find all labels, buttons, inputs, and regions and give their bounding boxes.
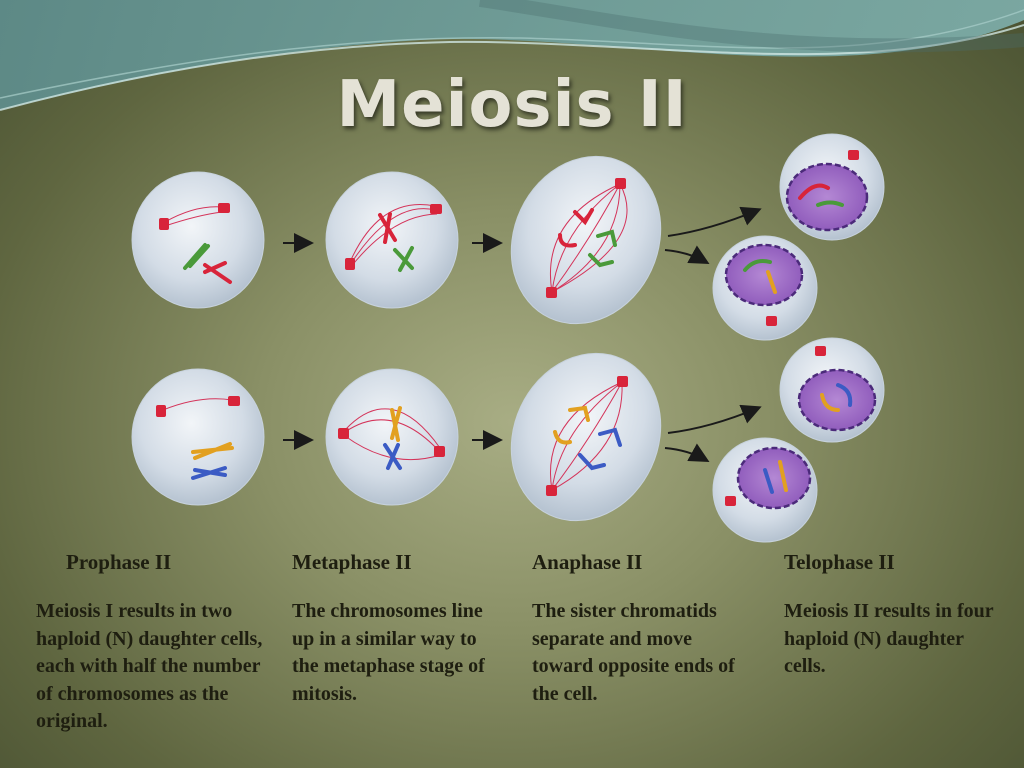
- chromosome: [191, 466, 227, 480]
- telophase-cell-bottom-b: [712, 437, 818, 543]
- phase-description-telophase: Meiosis II results in four haploid (N) d…: [784, 600, 994, 677]
- phase-label-metaphase: Metaphase II: [292, 550, 412, 574]
- chromatid: [578, 453, 606, 471]
- centrosome: [617, 376, 628, 387]
- nucleus: [785, 162, 869, 232]
- nucleus: [736, 446, 812, 510]
- phase-label-prophase: Prophase II: [66, 550, 172, 574]
- centrosome: [725, 496, 736, 506]
- centrosome: [338, 428, 349, 439]
- telophase-cell-top-a: [779, 133, 885, 241]
- chromatid: [568, 405, 590, 422]
- chromatid: [558, 233, 577, 248]
- chromosome: [191, 442, 234, 460]
- metaphase-cell-bottom: [325, 368, 459, 506]
- centrosome: [766, 316, 777, 326]
- chromosome: [183, 243, 210, 270]
- telophase-cell-top-b: [712, 235, 818, 341]
- centrosome: [815, 346, 826, 356]
- prophase-cell-bottom: [131, 368, 265, 506]
- centrosome: [159, 218, 169, 230]
- anaphase-cell-top: [510, 155, 662, 325]
- chromatid: [573, 208, 594, 226]
- phase-label-telophase: Telophase II: [784, 550, 895, 574]
- centrosome: [156, 405, 166, 417]
- chromosome: [203, 261, 232, 284]
- prophase-cell-top: [131, 171, 265, 309]
- nucleus: [797, 368, 877, 432]
- arrow: [664, 245, 710, 264]
- slide-title: Meiosis II: [336, 68, 688, 142]
- chromatid: [588, 253, 614, 268]
- chromosome: [390, 406, 402, 442]
- chromatid: [553, 430, 572, 445]
- centrosome: [546, 485, 557, 496]
- centrosome: [430, 204, 442, 214]
- anaphase-cell-bottom: [510, 352, 662, 522]
- chromatid: [598, 427, 622, 447]
- header-wave-decoration: [0, 0, 1024, 111]
- phase-description-prophase: Meiosis I results in two haploid (N) dau…: [36, 600, 263, 732]
- centrosome: [615, 178, 626, 189]
- centrosome: [218, 203, 230, 213]
- nucleus: [724, 243, 804, 307]
- centrosome: [546, 287, 557, 298]
- phase-description-anaphase: The sister chromatids separate and move …: [532, 600, 735, 705]
- centrosome: [228, 396, 240, 406]
- arrow: [667, 404, 762, 434]
- chromosome: [393, 246, 414, 272]
- arrow: [667, 206, 762, 237]
- metaphase-cell-top: [325, 171, 459, 309]
- centrosome: [434, 446, 445, 457]
- chromosome: [383, 443, 402, 470]
- telophase-cell-bottom-a: [779, 337, 885, 443]
- chromatid: [596, 229, 617, 247]
- centrosome: [345, 258, 355, 270]
- centrosome: [848, 150, 859, 160]
- phase-label-anaphase: Anaphase II: [532, 550, 643, 574]
- chromosome: [378, 212, 397, 244]
- meiosis-ii-diagram: [131, 133, 885, 543]
- phase-description-metaphase: The chromosomes line up in a similar way…: [292, 600, 485, 705]
- arrow: [664, 443, 710, 462]
